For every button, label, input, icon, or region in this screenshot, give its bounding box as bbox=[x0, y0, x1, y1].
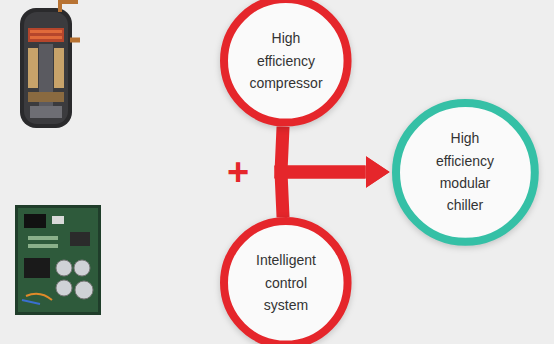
circle-label: High efficiency compressor bbox=[244, 27, 328, 94]
flow-arrow bbox=[281, 127, 366, 172]
component-circle: High efficiency compressor bbox=[220, 0, 352, 127]
circle-content: Intelligent control system bbox=[220, 217, 352, 344]
circle-ring bbox=[224, 0, 348, 123]
circuit-board-picture bbox=[15, 205, 101, 315]
circle-content: High efficiency modular chiller bbox=[392, 99, 539, 246]
result-circle: High efficiency modular chiller bbox=[392, 99, 539, 246]
circle-ring bbox=[224, 221, 348, 344]
flow-arrow bbox=[281, 172, 366, 217]
component-circle: Intelligent control system bbox=[220, 217, 352, 344]
plus-sign: + bbox=[227, 153, 249, 191]
circle-label: Intelligent control system bbox=[244, 249, 328, 316]
circle-ring bbox=[396, 103, 535, 242]
circle-label: High efficiency modular chiller bbox=[423, 127, 507, 217]
circle-outline bbox=[392, 99, 539, 246]
compressor-picture bbox=[20, 2, 80, 128]
circle-content: High efficiency compressor bbox=[220, 0, 352, 127]
